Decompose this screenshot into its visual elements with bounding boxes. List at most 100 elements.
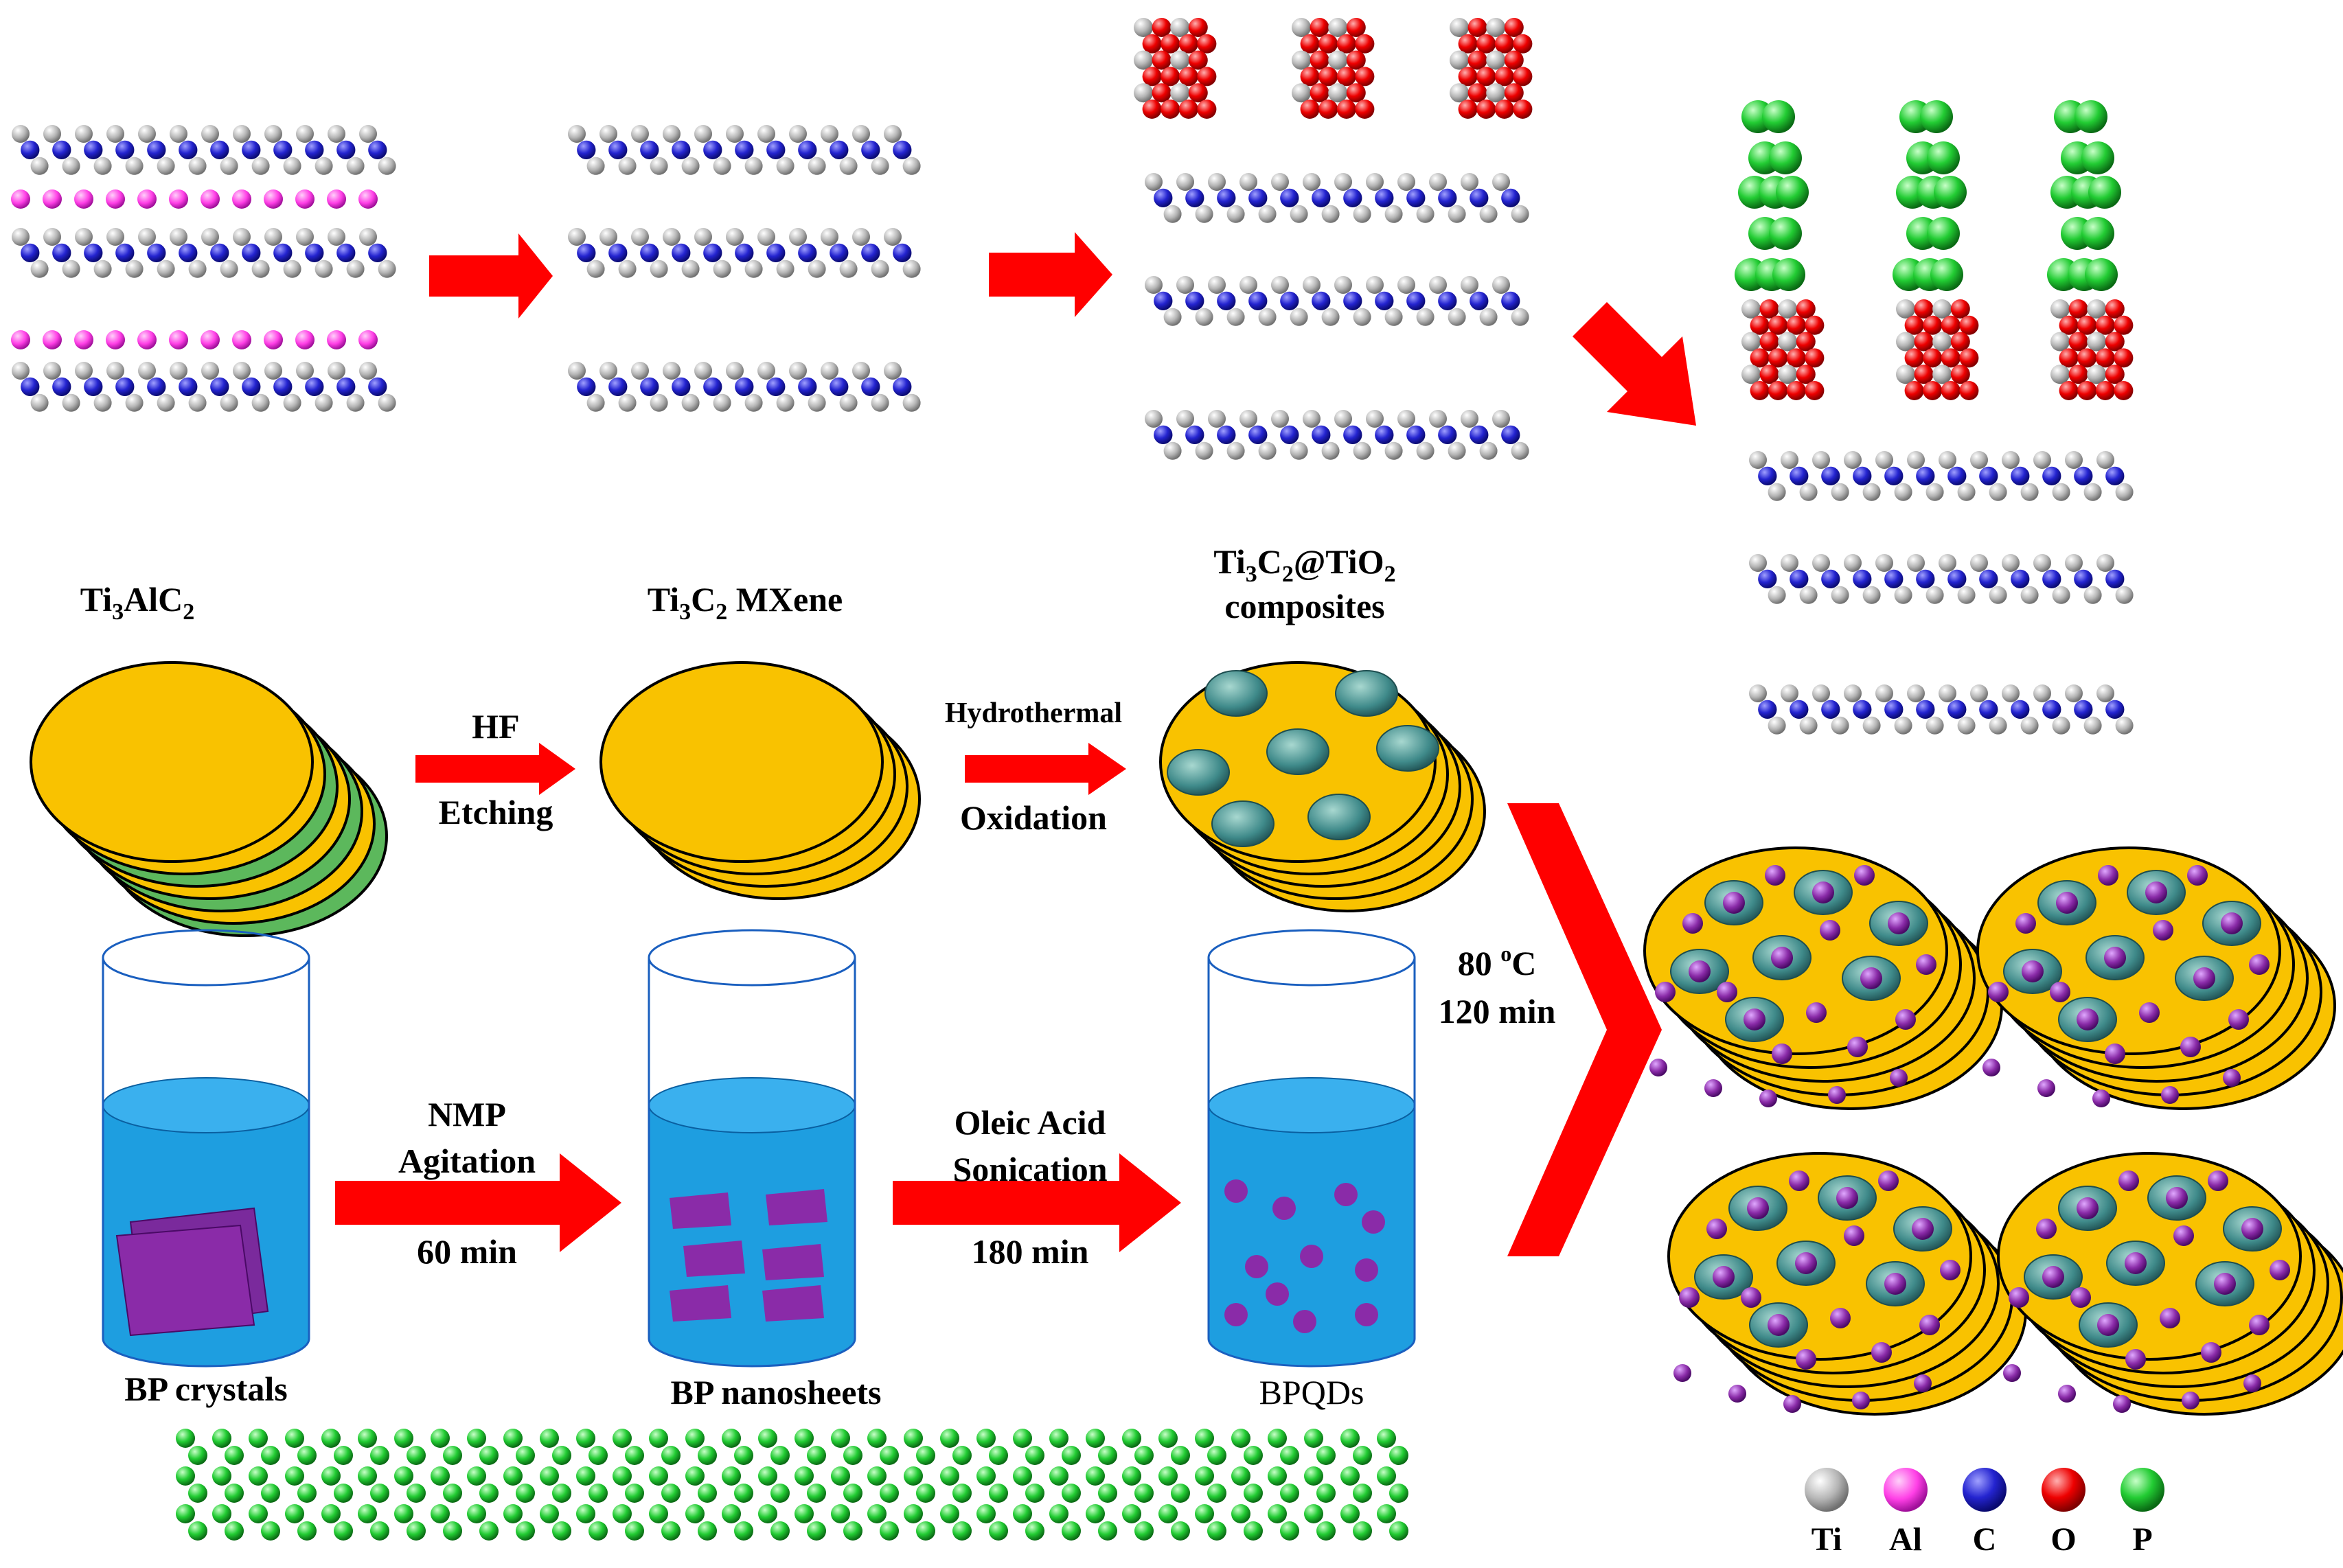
ti-atom [1932,332,1952,351]
o-atom [1768,348,1788,368]
ti-atom [713,260,731,278]
ti-atom [1366,276,1384,294]
p-atom [1769,217,1802,250]
ti-atom [1429,276,1447,294]
bpqd-dot [2228,1009,2249,1030]
ti-atom [251,393,270,412]
ti-atom [1448,441,1466,460]
c-atom [179,377,198,397]
c-atom [1758,466,1777,486]
p-atom [940,1466,959,1486]
ti-atom [1271,276,1289,294]
ti-atom [1303,410,1321,428]
ti-atom [2050,299,2070,319]
ti-atom [726,228,744,246]
c-atom [210,377,229,397]
bpqd-dot [1878,1171,1899,1191]
ti-atom [378,393,396,412]
ti-atom [283,393,301,412]
o-atom [1142,67,1162,87]
p-atom [1353,1484,1372,1503]
ti-atom [631,125,649,143]
bpqd-dot [1728,1385,1746,1403]
o-atom [1959,348,1979,368]
ti-atom [2033,451,2051,469]
bpqd-dot [2139,1002,2160,1023]
ti-atom [1334,276,1352,294]
p-atom [212,1429,231,1448]
ti-atom [1511,308,1529,326]
ti-atom [1831,586,1849,604]
p-atom [1207,1484,1226,1503]
ti-atom [1366,173,1384,191]
ti-atom [1170,83,1190,103]
ti-atom [1416,205,1435,223]
ti-atom [1450,18,1469,37]
ti-atom [2083,586,2102,604]
o-atom [1504,50,1524,70]
bpqd-dot [1759,1089,1777,1107]
p-atom [188,1521,207,1541]
bpqd-dot [1747,1197,1769,1219]
c-atom [766,377,786,397]
c-atom [640,377,659,397]
c-atom [368,140,387,160]
bpqd-dot [1771,947,1793,969]
p-atom [1920,100,1953,133]
c-atom [242,243,261,263]
ti-atom [1862,586,1881,604]
ti-atom [2096,451,2114,469]
p-atom [394,1466,413,1486]
ti-atom [1163,441,1182,460]
ti-atom [1208,173,1226,191]
c-atom [1947,700,1967,719]
ti-atom [650,157,668,175]
ti-atom [663,362,681,380]
bp-nanosheet [683,1241,745,1277]
c-atom [766,140,786,160]
p-atom [734,1446,753,1465]
arrow-top-1 [429,233,553,319]
bp-crystal [115,1224,255,1337]
p-atom [431,1504,450,1523]
ti-atom [296,125,314,143]
ti-atom [694,362,712,380]
ti-atom [12,125,30,143]
p-atom [249,1466,268,1486]
bpqd-dot [1820,920,1840,941]
al-atom [358,330,378,349]
p-atom [1304,1429,1323,1448]
tio2-particle [1211,800,1275,847]
p-atom [625,1446,644,1465]
o-atom [1188,50,1208,70]
ti-atom [1875,554,1893,572]
label-etching: Etching [439,793,553,831]
ti-atom [1778,365,1798,384]
al-atom [201,189,220,209]
c-atom [1821,700,1840,719]
ti-atom [43,228,61,246]
ti-atom [2065,451,2083,469]
al-atom [295,189,315,209]
ti-atom [568,362,586,380]
c-atom [608,140,628,160]
bpqd-dot [1940,1260,1961,1280]
o-atom [1923,315,1943,335]
p-atom [1134,1446,1154,1465]
c-atom [2011,700,2030,719]
bpqd-dot [1884,1273,1906,1295]
tio2-cluster [1134,18,1217,119]
ti-atom [1353,308,1371,326]
c-atom [1343,425,1362,445]
p-atom [770,1446,790,1465]
p-atom [1772,258,1805,291]
bpqd-dot [1300,1245,1323,1268]
p-atom [1776,176,1809,209]
o-atom [1941,315,1961,335]
o-atom [1494,67,1514,87]
mxene-layer [12,125,396,175]
ti-atom [2052,586,2070,604]
p-atom [576,1429,595,1448]
o-atom [1923,381,1943,400]
ti-atom [1170,50,1190,70]
